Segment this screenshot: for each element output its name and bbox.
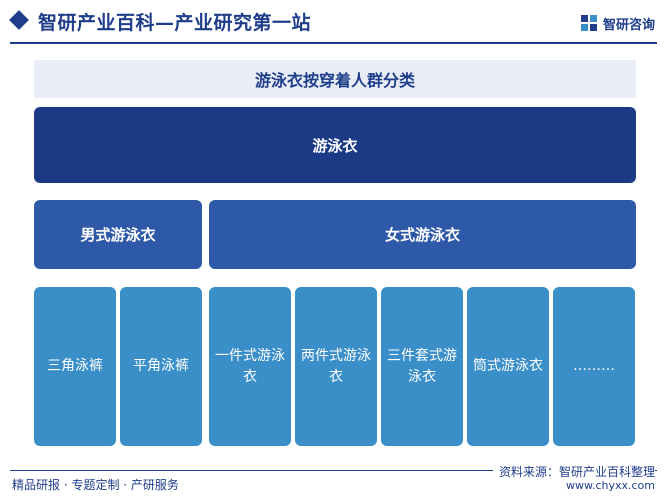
leaf-node: 平角泳裤 <box>120 287 202 446</box>
footer-url[interactable]: www.chyxx.com <box>565 479 655 492</box>
leaf-node-label: 筒式游泳衣 <box>473 358 543 374</box>
leaf-node-label: 三件套式游泳衣 <box>387 347 457 385</box>
category-node-label: 女式游泳衣 <box>384 226 460 244</box>
footer-source: 资料来源：智研产业百科整理 <box>492 463 655 480</box>
footer-services: 精品研报 · 专题定制 · 产研服务 <box>12 478 179 492</box>
zhiyan-logo-icon <box>580 15 597 31</box>
category-node-male: 男式游泳衣 <box>34 200 202 269</box>
diagram-title: 游泳衣按穿着人群分类 <box>254 71 415 90</box>
leaf-node: 一件式游泳衣 <box>209 287 291 446</box>
header-logo[interactable]: 智研咨询 <box>580 13 655 33</box>
category-node-female: 女式游泳衣 <box>209 200 636 269</box>
category-node-label: 男式游泳衣 <box>80 226 156 244</box>
diagram-title-bar: 游泳衣按穿着人群分类 <box>34 60 636 98</box>
leaf-node-label: 三角泳裤 <box>47 358 103 374</box>
leaf-node: 两件式游泳衣 <box>295 287 377 446</box>
root-node-label: 游泳衣 <box>312 136 358 155</box>
page-header: 智研产业百科—产业研究第一站 智研咨询 <box>0 0 667 42</box>
footer-divider <box>10 470 657 471</box>
leaf-node-label: 一件式游泳衣 <box>215 347 285 385</box>
header-divider <box>10 42 657 44</box>
leaf-node: 筒式游泳衣 <box>467 287 549 446</box>
leaf-node: 三角泳裤 <box>34 287 116 446</box>
brand-title: 智研产业百科—产业研究第一站 <box>38 12 312 34</box>
leaf-node-label: 两件式游泳衣 <box>301 347 371 385</box>
root-node: 游泳衣 <box>34 107 636 183</box>
logo-text: 智研咨询 <box>602 17 655 33</box>
diamond-icon <box>9 10 29 30</box>
leaf-node: ……… <box>553 287 635 446</box>
leaf-node-label: ……… <box>573 358 615 374</box>
leaf-node: 三件套式游泳衣 <box>381 287 463 446</box>
leaf-node-label: 平角泳裤 <box>133 358 189 374</box>
